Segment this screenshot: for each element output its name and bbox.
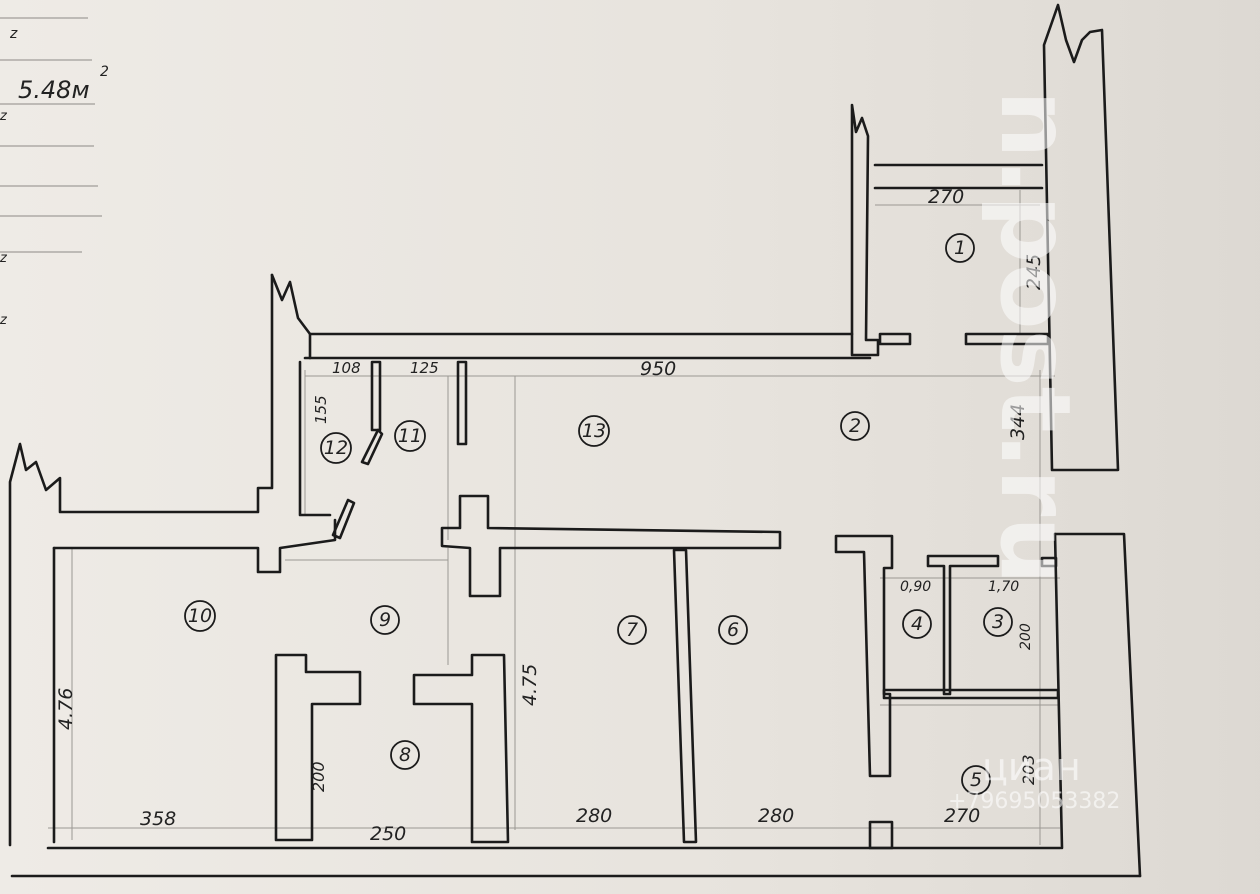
wall-room1-bottom-b — [964, 332, 1050, 346]
notes-list: z 5.48м 2 z z z — [0, 17, 109, 328]
room-13-number: 13 — [582, 420, 606, 442]
room-5-number: 5 — [970, 769, 982, 791]
room-1-label: 1 — [945, 233, 975, 263]
room-11-circle — [394, 420, 426, 452]
watermark-brand: циан — [982, 745, 1081, 789]
note-mark: z — [0, 313, 8, 328]
watermark-site: n.post.ru — [979, 90, 1091, 585]
room-12-number: 12 — [324, 437, 348, 459]
area-note-superscript: 2 — [100, 64, 109, 80]
door-leaf-12 — [360, 428, 384, 466]
room-8-label: 8 — [390, 740, 420, 770]
room-7-circle — [617, 615, 647, 645]
room-10-number: 10 — [188, 605, 212, 627]
wall-room1-bottom-a — [878, 332, 912, 346]
wall-room8-left — [274, 653, 362, 842]
room-9-label: 9 — [370, 605, 400, 635]
dim-label: 4.75 — [519, 664, 541, 706]
dim-label: 250 — [370, 823, 406, 845]
wall-bath-door — [868, 820, 894, 850]
room-5-label: 5 — [961, 765, 991, 795]
wall-room1-top — [873, 163, 1044, 190]
door-leaf-12b — [331, 498, 356, 540]
room-4-circle — [902, 609, 932, 639]
room-1-number: 1 — [954, 237, 966, 259]
room-6-label: 6 — [718, 615, 748, 645]
note-mark: z — [0, 109, 8, 124]
dim-label: 4.76 — [55, 688, 77, 730]
wall-north-stub — [270, 273, 312, 360]
dim-label: 358 — [140, 808, 176, 830]
wall-west-upper — [8, 273, 274, 847]
note-mark: z — [0, 251, 8, 266]
wall-west-upper-inner — [298, 360, 332, 517]
room-4-number: 4 — [911, 613, 923, 635]
wall-east-bottom-inner — [1053, 532, 1064, 850]
room-3-number: 3 — [992, 611, 1004, 633]
wall-room11-right — [456, 360, 468, 446]
wall-north — [308, 332, 872, 360]
dim-label: 108 — [332, 359, 361, 377]
room-labels: 1 2 3 4 5 6 7 8 — [184, 233, 1013, 795]
room-2-number: 2 — [849, 415, 861, 437]
room-7-number: 7 — [626, 619, 638, 641]
room-11-label: 11 — [394, 420, 426, 452]
room-1-circle — [945, 233, 975, 263]
dim-label: 245 — [1023, 254, 1045, 290]
room-12-label: 12 — [320, 432, 352, 464]
walls — [8, 3, 1142, 878]
room-11-number: 11 — [398, 425, 422, 447]
room-12-circle — [320, 432, 352, 464]
dim-label: 270 — [944, 805, 980, 827]
dim-label: 280 — [758, 805, 794, 827]
room-6-circle — [718, 615, 748, 645]
note-mark: z — [9, 26, 18, 42]
room-2-label: 2 — [840, 411, 870, 441]
dimension-lines — [48, 190, 1060, 845]
wall-room1-left — [850, 103, 880, 357]
wall-room6-7 — [672, 548, 698, 844]
dim-label: 1,70 — [988, 579, 1019, 595]
room-10-label: 10 — [184, 600, 216, 632]
door-leaf-11 — [370, 360, 382, 432]
dim-label: 270 — [928, 186, 964, 208]
dim-label: 200 — [1018, 623, 1034, 650]
wall-room8-right — [412, 653, 510, 844]
wall-room10-top — [52, 518, 337, 574]
room-3-label: 3 — [983, 607, 1013, 637]
room-13-circle — [578, 415, 610, 447]
dimension-labels: 270 245 108 125 950 155 344 0,90 1,70 20… — [55, 186, 1045, 845]
room-10-circle — [184, 600, 216, 632]
wall-bath-left — [834, 534, 894, 778]
wall-column-cross — [440, 494, 782, 598]
room-3-circle — [983, 607, 1013, 637]
dim-label: 280 — [576, 805, 612, 827]
wall-east-upper — [1042, 3, 1120, 472]
dim-label: 0,90 — [900, 579, 931, 595]
room-8-number: 8 — [399, 744, 411, 766]
dim-label: 155 — [312, 395, 330, 424]
dim-label: 200 — [309, 761, 328, 792]
room-13-label: 13 — [578, 415, 610, 447]
wall-east-lower — [1053, 532, 1142, 878]
room-6-number: 6 — [727, 619, 739, 641]
room-5-circle — [961, 765, 991, 795]
dim-label: 950 — [640, 358, 676, 380]
room-9-circle — [370, 605, 400, 635]
room-8-circle — [390, 740, 420, 770]
dim-label: 344 — [1007, 404, 1029, 440]
area-note: 5.48м — [18, 76, 90, 104]
dim-label: 203 — [1019, 754, 1038, 785]
watermark-phone: +79695053382 — [948, 789, 1120, 814]
room-4-label: 4 — [902, 609, 932, 639]
watermark: n.post.ru циан +79695053382 — [948, 90, 1120, 814]
room-9-number: 9 — [379, 609, 391, 631]
room-7-label: 7 — [617, 615, 647, 645]
wall-bath-t — [926, 554, 1000, 696]
dim-label: 125 — [410, 359, 439, 377]
room-2-circle — [840, 411, 870, 441]
